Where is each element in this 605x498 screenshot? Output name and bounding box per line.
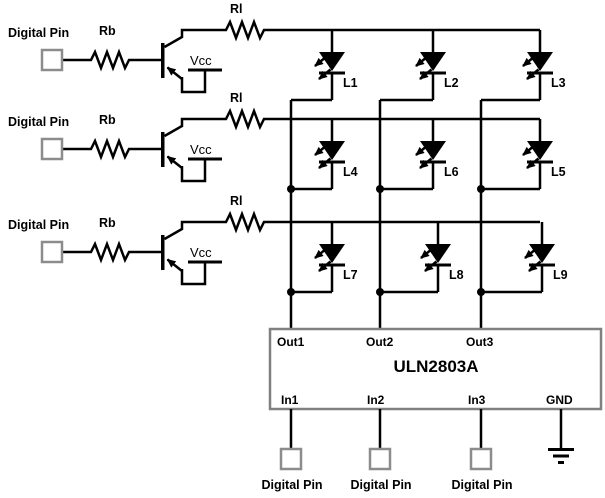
digital-pin-label: Digital Pin (350, 478, 411, 492)
led-label: L2 (444, 76, 459, 90)
chip-pin-out2: Out2 (366, 335, 394, 349)
chip-pin-in1: In1 (281, 393, 299, 407)
led-label: L3 (551, 76, 566, 90)
led-icon (315, 30, 345, 100)
digital-pin-label: Digital Pin (8, 218, 69, 232)
digital-pin-terminal (40, 48, 64, 72)
led-l7: L7 (291, 222, 358, 292)
digital-pin-terminal (279, 447, 303, 471)
led-l6: L6 (380, 119, 459, 189)
led-icon (315, 119, 345, 189)
digital-pin-label: Digital Pin (8, 26, 69, 40)
led-l3: L3 (481, 30, 566, 100)
transistor-driver-icon (63, 111, 540, 181)
chip-pin-out1: Out1 (277, 335, 305, 349)
led-icon (421, 222, 451, 292)
digital-pin-terminal (469, 447, 493, 471)
led-icon (525, 222, 555, 292)
vcc-label: Vcc (190, 142, 212, 157)
matrix-row-1: Digital Pin Rb Vcc Rl L1 L2 L3 (8, 2, 566, 100)
transistor-driver-icon (63, 214, 540, 284)
matrix-row-2: Digital Pin Rb Vcc Rl L4 L6 L5 (8, 91, 566, 189)
rb-resistor-label: Rb (99, 113, 116, 127)
led-label: L7 (343, 268, 358, 282)
led-label: L9 (553, 268, 568, 282)
matrix-row-3: Digital Pin Rb Vcc Rl L7 L8 L9 (8, 194, 568, 292)
ground-symbol (548, 409, 574, 464)
led-l4: L4 (291, 119, 358, 189)
chip-pin-in3: In3 (468, 393, 486, 407)
led-l2: L2 (380, 30, 459, 100)
led-icon (416, 119, 446, 189)
led-icon (523, 30, 553, 100)
vcc-label: Vcc (190, 53, 212, 68)
chip-name: ULN2803A (393, 357, 478, 376)
led-label: L8 (449, 268, 464, 282)
led-icon (315, 222, 345, 292)
chip-pin-in2: In2 (367, 393, 385, 407)
chip-pin-gnd: GND (546, 393, 573, 407)
digital-pin-terminal (40, 240, 64, 264)
led-label: L5 (551, 165, 566, 179)
led-l1: L1 (291, 30, 358, 100)
led-l5: L5 (481, 119, 566, 189)
vcc-label: Vcc (190, 245, 212, 260)
led-label: L1 (343, 76, 358, 90)
rb-resistor-label: Rb (99, 216, 116, 230)
input-terminals: Digital Pin Digital Pin Digital Pin (261, 409, 513, 492)
led-l8: L8 (380, 222, 464, 292)
chip-pin-out3: Out3 (466, 335, 494, 349)
digital-pin-terminal (40, 137, 64, 161)
rl-resistor-label: Rl (230, 2, 243, 16)
rl-resistor-label: Rl (230, 194, 243, 208)
led-icon (416, 30, 446, 100)
chip-body (268, 327, 603, 411)
digital-pin-label: Digital Pin (261, 478, 322, 492)
digital-pin-label: Digital Pin (451, 478, 512, 492)
transistor-driver-icon (63, 22, 540, 92)
led-icon (523, 119, 553, 189)
uln2803a-chip: Out1 Out2 Out3 ULN2803A In1 In2 In3 GND (268, 327, 603, 411)
rb-resistor-label: Rb (99, 24, 116, 38)
junction-dot (477, 185, 485, 193)
junction-dot (376, 185, 384, 193)
junction-dot (376, 288, 384, 296)
junction-dot (287, 185, 295, 193)
column-buses (287, 100, 485, 329)
junction-dot (477, 288, 485, 296)
junction-dot (287, 288, 295, 296)
digital-pin-terminal (368, 447, 392, 471)
digital-pin-label: Digital Pin (8, 115, 69, 129)
rl-resistor-label: Rl (230, 91, 243, 105)
led-label: L6 (444, 165, 459, 179)
led-label: L4 (343, 165, 358, 179)
led-l9: L9 (481, 222, 568, 292)
